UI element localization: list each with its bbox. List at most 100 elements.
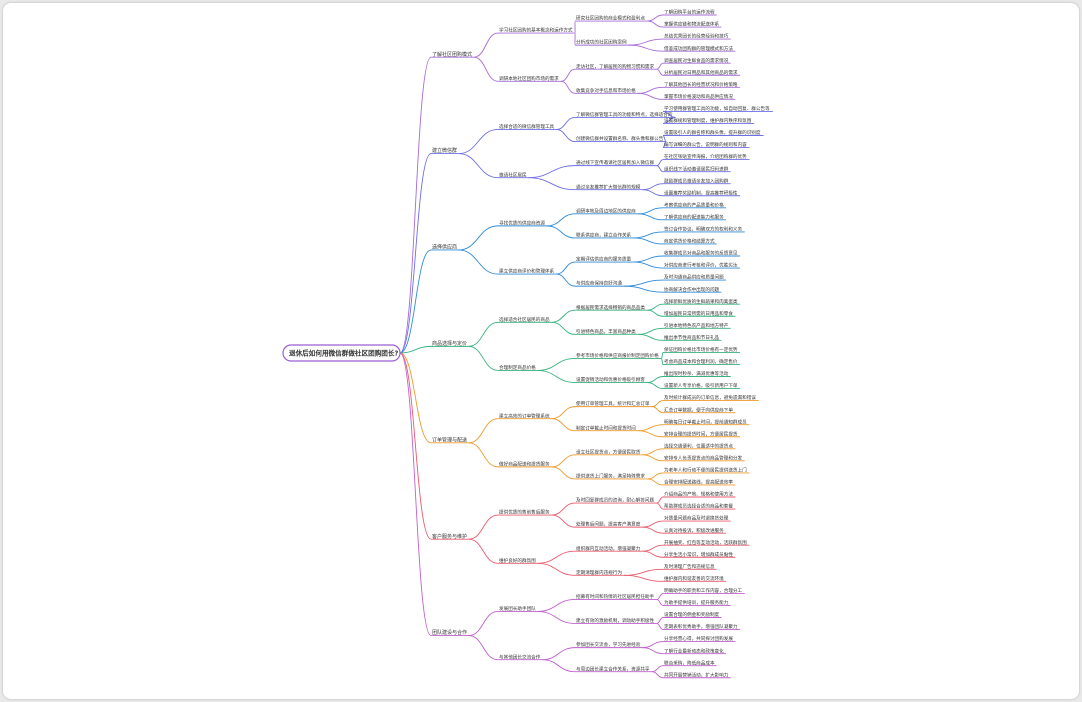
topic-node-l2[interactable]: 调研本地社区团购市场的需求 [499, 75, 559, 82]
leaf-node[interactable]: 掌握供应链和物流配送体系 [664, 21, 720, 28]
leaf-node[interactable]: 签订合作协议，明确双方的权利和义务 [664, 226, 743, 233]
topic-node-l3[interactable]: 参加团长交流会，学习先进经验 [576, 641, 641, 648]
topic-node-l2[interactable]: 邀请社区居民 [499, 171, 527, 178]
topic-node-l2[interactable]: 发展团长助手团队 [499, 605, 536, 612]
topic-node-l3[interactable]: 参考市场价格和供应商报价制定团购价格 [576, 352, 659, 359]
leaf-node[interactable]: 了解供应商的配送能力和服务 [664, 213, 724, 220]
leaf-node[interactable]: 推出季节性商品和节日礼品 [664, 334, 720, 341]
branch-node[interactable]: 订单管理与配送 [432, 436, 467, 443]
leaf-node[interactable]: 设置推荐奖励机制，提高推荐积极性 [664, 189, 738, 196]
leaf-node[interactable]: 及时沟通商品供应和质量问题 [664, 274, 724, 281]
topic-node-l3[interactable]: 创建微信群并设置群名称、群头像和群公告 [576, 135, 664, 142]
leaf-node[interactable]: 掌握市场价格波动和商品供应情况 [664, 93, 733, 100]
leaf-node[interactable]: 协商解决合作中出现的问题 [664, 286, 720, 293]
leaf-node[interactable]: 考虑商品成本和合理利润，确定售价 [664, 358, 738, 365]
branch-node[interactable]: 团队建设与合作 [432, 629, 467, 636]
leaf-node[interactable]: 开展抽奖、红包等互动活动，活跃群氛围 [664, 539, 747, 546]
leaf-node[interactable]: 明确每日订单截止时间，提前通知群成员 [664, 418, 747, 425]
topic-node-l3[interactable]: 分析成功的社区团购案例 [576, 39, 627, 46]
branch-node[interactable]: 建立微信群 [432, 147, 457, 154]
topic-node-l3[interactable]: 了解微信群管理工具的功能和特点，选择适合的 [576, 111, 673, 118]
leaf-node[interactable]: 在社区张贴宣传海报，介绍团购群的优势 [664, 153, 747, 160]
branch-node[interactable]: 商品选择与定价 [432, 340, 467, 347]
topic-node-l3[interactable]: 建立有效的激励机制，调动助手积极性 [576, 617, 655, 624]
leaf-node[interactable]: 汇总订单数据，便于向供应商下单 [664, 406, 733, 413]
topic-node-l2[interactable]: 建立高效的订单管理系统 [499, 412, 550, 419]
topic-node-l3[interactable]: 与供应商保持良好沟通 [576, 280, 622, 287]
topic-node-l3[interactable]: 收集竞争对手信息和市场价格 [576, 87, 636, 94]
leaf-node[interactable]: 收集群成员对商品和服务的反馈意见 [664, 250, 738, 257]
leaf-node[interactable]: 编写详细的群公告，说明群的规则和内容 [664, 141, 747, 148]
topic-node-l3[interactable]: 定期评估供应商的服务质量 [576, 256, 632, 263]
leaf-node[interactable]: 分析居民对日用品和其他商品的需求 [664, 69, 738, 76]
leaf-node[interactable]: 帮助群成员选择合适的商品和套餐 [664, 503, 733, 510]
leaf-node[interactable]: 对供应商进行考核和评价，优胜劣汰 [664, 262, 738, 269]
leaf-node[interactable]: 设置吸引人的群名称和群头像，提升群的识别度 [664, 129, 761, 136]
leaf-node[interactable]: 鼓励群成员邀请亲友加入团购群 [664, 177, 729, 184]
leaf-node[interactable]: 选择交通便利、位置适中的提货点 [664, 442, 733, 449]
leaf-node[interactable]: 推出限时秒杀、满减优惠等活动 [664, 370, 729, 377]
leaf-node[interactable]: 为助手提供培训，提升服务能力 [664, 599, 729, 606]
topic-node-l2[interactable]: 合理制定商品价格 [499, 364, 536, 371]
leaf-node[interactable]: 调查居民对生鲜食品的需求情况 [664, 57, 729, 64]
topic-node-l3[interactable]: 设置促销活动和优惠价格吸引顾客 [576, 376, 645, 383]
leaf-node[interactable]: 考察供应商的产品质量和价格 [664, 201, 724, 208]
topic-node-l3[interactable]: 组织群内互动活动，增强凝聚力 [576, 545, 641, 552]
topic-node-l2[interactable]: 学习社区团购的基本概念和运作方式 [499, 27, 573, 34]
leaf-node[interactable]: 学习使用群管理工具的功能，如自动回复、群公告等 [664, 105, 770, 112]
leaf-node[interactable]: 保证团购价格比市场价格有一定优势 [664, 346, 738, 353]
leaf-node[interactable]: 了解团购平台的运作流程 [664, 9, 715, 16]
topic-node-l3[interactable]: 设立社区提货点，方便居民取货 [576, 448, 641, 455]
leaf-node[interactable]: 设置新人专享价格，吸引新用户下单 [664, 382, 738, 389]
leaf-node[interactable]: 借鉴成功团购群的管理模式和方法 [664, 45, 733, 52]
leaf-node[interactable]: 对质量问题商品及时退换货处理 [664, 515, 729, 522]
leaf-node[interactable]: 商定供货价格和结算方式 [664, 238, 715, 245]
leaf-node[interactable]: 安排合理的提货时间，方便居民提货 [664, 430, 738, 437]
leaf-node[interactable]: 分享生活小常识，增加群成员黏性 [664, 551, 733, 558]
topic-node-l2[interactable]: 建立供应商评价和管理体系 [499, 268, 555, 275]
root-node[interactable]: 退休后如何用微信群做社区团购团长? [282, 344, 401, 362]
leaf-node[interactable]: 总结优秀团长的经营经验和技巧 [664, 33, 729, 40]
topic-node-l3[interactable]: 通过亲友推荐扩大微信群的规模 [576, 183, 641, 190]
leaf-node[interactable]: 定期表彰优秀助手，增强团队凝聚力 [664, 623, 738, 630]
branch-node[interactable]: 选择供应商 [432, 244, 457, 251]
topic-node-l3[interactable]: 招募有时间和热情的社区居民担任助手 [576, 593, 655, 600]
leaf-node[interactable]: 引进本地特色农产品和地方特产 [664, 322, 729, 329]
leaf-node[interactable]: 及时统计群成员的订单信息，避免遗漏和错误 [664, 394, 756, 401]
topic-node-l3[interactable]: 及时回复群成员的咨询，耐心解答问题 [576, 497, 655, 504]
leaf-node[interactable]: 设置群规和管理制度，维护群内秩序和氛围 [664, 117, 752, 124]
leaf-node[interactable]: 明确助手的职责和工作内容，合理分工 [664, 587, 743, 594]
topic-node-l3[interactable]: 研究社区团购的商业模式和盈利点 [576, 15, 645, 22]
topic-node-l2[interactable]: 做好商品配送和提货服务 [499, 460, 550, 467]
topic-node-l2[interactable]: 提供优质的售前售后服务 [499, 509, 550, 516]
leaf-node[interactable]: 合理安排配送路线，提高配送效率 [664, 479, 733, 486]
topic-node-l3[interactable]: 使用订单管理工具，统计和汇总订单 [576, 400, 650, 407]
leaf-node[interactable]: 联合采购，降低商品成本 [664, 659, 715, 666]
topic-node-l3[interactable]: 联系供应商，建立合作关系 [576, 232, 632, 239]
topic-node-l3[interactable]: 处理售后问题，提高客户满意度 [576, 521, 641, 528]
topic-node-l2[interactable]: 维护良好的群氛围 [499, 557, 536, 564]
leaf-node[interactable]: 介绍商品的产地、规格和使用方法 [664, 491, 733, 498]
leaf-node[interactable]: 设置合理的佣金和奖励制度 [664, 611, 720, 618]
leaf-node[interactable]: 增加居民日常所需的日用品和零食 [664, 310, 733, 317]
topic-node-l3[interactable]: 走访社区，了解居民的购物习惯和需求 [576, 63, 655, 70]
leaf-node[interactable]: 了解其他团长的经营状况和价格策略 [664, 81, 738, 88]
topic-node-l3[interactable]: 通过线下宣传邀请社区居民加入微信群 [576, 159, 655, 166]
branch-node[interactable]: 了解社区团购模式 [432, 51, 472, 58]
leaf-node[interactable]: 认真对待投诉，积极改进服务 [664, 527, 724, 534]
topic-node-l3[interactable]: 制定订单截止时间和提货时间 [576, 424, 636, 431]
leaf-node[interactable]: 选择新鲜优质的生鲜蔬果和肉禽蛋类 [664, 298, 738, 305]
leaf-node[interactable]: 组织线下活动邀请居民扫码进群 [664, 165, 729, 172]
leaf-node[interactable]: 及时清理广告和违规信息 [664, 563, 715, 570]
branch-node[interactable]: 客户服务与维护 [432, 533, 467, 540]
topic-node-l2[interactable]: 寻找优质的供应商资源 [499, 219, 545, 226]
topic-node-l3[interactable]: 提供送货上门服务，满足特殊需求 [576, 473, 645, 480]
topic-node-l2[interactable]: 选择适合社区居民的商品 [499, 316, 550, 323]
leaf-node[interactable]: 安排专人负责提货点的商品管理和分发 [664, 454, 743, 461]
topic-node-l3[interactable]: 与周边团长建立合作关系，资源共享 [576, 665, 650, 672]
leaf-node[interactable]: 共同开展营销活动，扩大影响力 [664, 671, 729, 678]
topic-node-l2[interactable]: 与其他团长交流合作 [499, 653, 541, 660]
topic-node-l2[interactable]: 选择合适的微信群管理工具 [499, 123, 555, 130]
leaf-node[interactable]: 了解行业最新动态和政策变化 [664, 647, 724, 654]
leaf-node[interactable]: 分享经营心得，共同探讨团购发展 [664, 635, 733, 642]
